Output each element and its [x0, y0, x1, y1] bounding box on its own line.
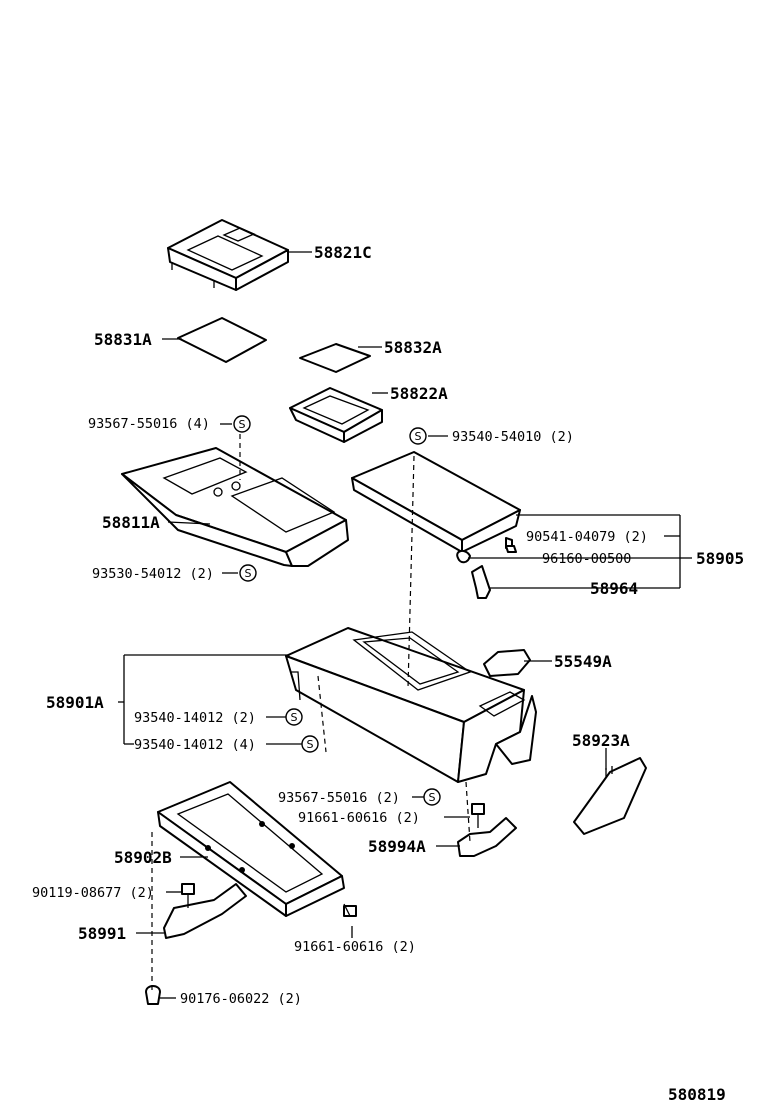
part-label-93540-54010: 93540-54010 (2) — [452, 429, 574, 445]
s-symbol: S — [409, 427, 427, 445]
s-symbol: S — [285, 708, 303, 726]
alignment-line-5 — [317, 675, 327, 753]
s-symbol: S — [301, 735, 319, 753]
s-symbol: S — [239, 564, 257, 582]
s-symbol: S — [423, 788, 441, 806]
console-lid-drawing — [351, 451, 521, 599]
part-label-58994A: 58994A — [368, 837, 426, 856]
console-box-58901A-drawing — [285, 627, 537, 783]
console-upper-58811A-drawing — [121, 447, 349, 567]
mat-58831A-drawing — [177, 317, 267, 363]
part-label-93567-55016-2: 93567-55016 (2) — [278, 790, 400, 806]
part-label-91661-60616-b: 91661-60616 (2) — [294, 939, 416, 955]
part-label-58905: 58905 — [696, 549, 744, 568]
svg-text:S: S — [307, 738, 314, 751]
svg-text:S: S — [291, 711, 298, 724]
part-label-58991: 58991 — [78, 924, 126, 943]
bracket-58902B-drawing — [157, 781, 345, 917]
part-label-58902B: 58902B — [114, 848, 172, 867]
part-label-90176-06022: 90176-06022 (2) — [180, 991, 302, 1007]
part-label-96160-00500: 96160-00500 — [542, 551, 631, 567]
part-label-58832A: 58832A — [384, 338, 442, 357]
fastener-drawings — [145, 545, 517, 1005]
part-label-93540-14012-4: 93540-14012 (4) — [134, 737, 256, 753]
part-label-58821C: 58821C — [314, 243, 372, 262]
part-label-93530-54012: 93530-54012 (2) — [92, 566, 214, 582]
svg-text:S: S — [429, 791, 436, 804]
svg-text:S: S — [245, 567, 252, 580]
part-label-93540-14012-2: 93540-14012 (2) — [134, 710, 256, 726]
alignment-line-4 — [465, 781, 471, 843]
svg-text:S: S — [239, 418, 246, 431]
diagram-id: 580819 — [668, 1085, 726, 1104]
alignment-line-1 — [407, 455, 415, 689]
part-label-58831A: 58831A — [94, 330, 152, 349]
bezel-58821C-drawing — [167, 219, 289, 291]
pad-55549A-drawing — [483, 649, 531, 677]
part-label-58811A: 58811A — [102, 513, 160, 532]
leader-lines — [118, 251, 692, 999]
bracket-58991-drawing — [163, 883, 247, 939]
s-symbol: S — [233, 415, 251, 433]
part-label-90541-04079: 90541-04079 (2) — [526, 529, 648, 545]
tray-58822A-drawing — [289, 387, 383, 443]
part-label-93567-55016-4: 93567-55016 (4) — [88, 416, 210, 432]
part-label-58964: 58964 — [590, 579, 638, 598]
part-label-90119-08677: 90119-08677 (2) — [32, 885, 154, 901]
part-label-55549A: 55549A — [554, 652, 612, 671]
bracket-58994A-drawing — [457, 817, 517, 857]
mat-58832A-drawing — [299, 343, 371, 373]
part-label-58822A: 58822A — [390, 384, 448, 403]
panel-58923A-drawing — [573, 757, 647, 835]
part-label-91661-60616-a: 91661-60616 (2) — [298, 810, 420, 826]
svg-text:S: S — [415, 430, 422, 443]
part-label-58923A: 58923A — [572, 731, 630, 750]
part-label-58901A: 58901A — [46, 693, 104, 712]
